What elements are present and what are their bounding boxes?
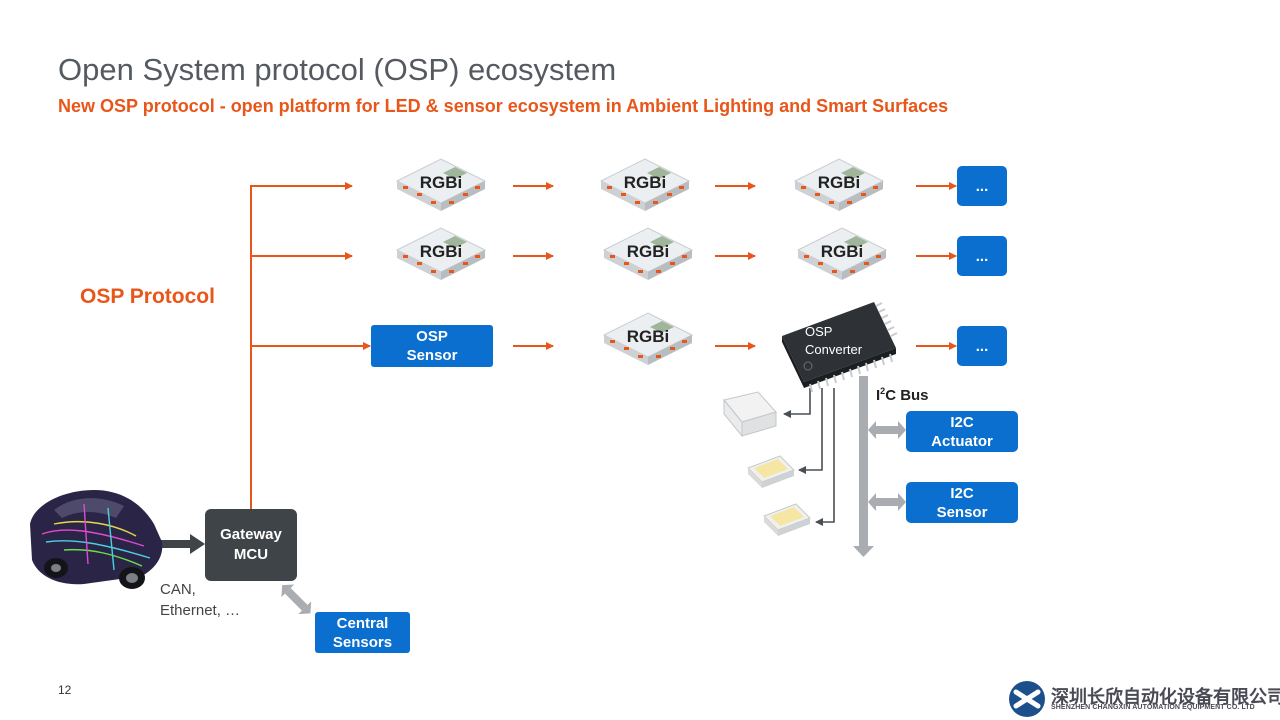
rgbi-led: RGBi [599,153,691,217]
central-sensors-line2: Sensors [332,633,393,651]
i2c-bus-sup: 2 [880,386,886,396]
led-chip-icon [793,158,885,211]
continuation-box: ... [957,236,1007,276]
osp-converter-line1: OSP [805,324,833,339]
converter-led-lines [783,388,835,526]
rgbi-led: RGBi [602,307,694,371]
white-led-icon [747,455,795,488]
continuation-box: ... [957,326,1007,366]
i2c-sensor-line2: Sensor [936,503,988,521]
led-chip-icon [599,158,691,211]
osp-protocol-label: OSP Protocol [80,285,215,308]
page-subtitle: New OSP protocol - open platform for LED… [58,96,949,116]
rgbi-led: RGBi [793,153,885,217]
led-chip-icon [395,227,487,280]
led-chip-icon [395,158,487,211]
rgbi-led: RGBi [796,222,888,286]
company-name-en: SHENZHEN CHANGXIN AUTOMATION EQUIPMENT C… [1051,704,1255,711]
central-sensors-box: Central Sensors [315,612,410,653]
i2c-sensor-line1: I2C [950,484,974,502]
osp-sensor-line1: OSP [416,328,448,345]
car-harness-icon [30,490,163,589]
led-label: RGBi [419,242,463,261]
company-name: 深圳长欣自动化设备有限公司 [1051,687,1280,707]
led-chip-icon [602,227,694,280]
gateway-line1: Gateway [220,526,282,543]
bus-type-ethernet: Ethernet, … [160,602,241,619]
led-chip-icon [602,312,694,365]
page-title: Open System protocol (OSP) ecosystem [58,52,617,87]
i2c-actuator-line2: Actuator [931,432,993,450]
led-label: RGBi [623,173,667,192]
led-label: RGBi [419,173,463,192]
rgbi-led: RGBi [602,222,694,286]
osp-converter-chip-icon [782,302,898,392]
gateway-line2: MCU [233,546,269,563]
white-led-icon [763,503,811,536]
led-label: RGBi [820,242,864,261]
side-led-icon [723,391,777,438]
i2c-bus-prefix: I [876,387,881,404]
i2c-bus-suffix: C Bus [885,387,929,404]
osp-converter-line2: Converter [805,342,863,357]
i2c-actuator-line1: I2C [950,413,974,431]
osp-sensor-box: OSP Sensor [371,325,493,367]
car-gateway-arrow [160,534,205,554]
led-label: RGBi [626,327,670,346]
rgbi-led: RGBi [395,153,487,217]
gateway-sensors-arrow [281,584,312,615]
osp-protocol-lines [250,182,957,509]
i2c-bus [853,376,906,557]
company-logo-icon [1009,681,1045,717]
led-label: RGBi [817,173,861,192]
gateway-mcu-box: Gateway MCU [205,509,297,581]
bus-type-can: CAN, [160,581,196,598]
i2c-actuator-box: I2C Actuator [906,411,1018,452]
continuation-box: ... [957,166,1007,206]
central-sensors-line1: Central [336,614,389,632]
osp-converter-label: OSP Converter [805,323,862,359]
led-label: RGBi [626,242,670,261]
rgbi-led: RGBi [395,222,487,286]
bus-types-label: CAN, Ethernet, … [160,579,240,621]
osp-sensor-line2: Sensor [406,347,458,364]
led-chip-icon [796,227,888,280]
page-number: 12 [58,683,72,697]
i2c-sensor-box: I2C Sensor [906,482,1018,523]
i2c-bus-label: I2C Bus [876,386,929,404]
